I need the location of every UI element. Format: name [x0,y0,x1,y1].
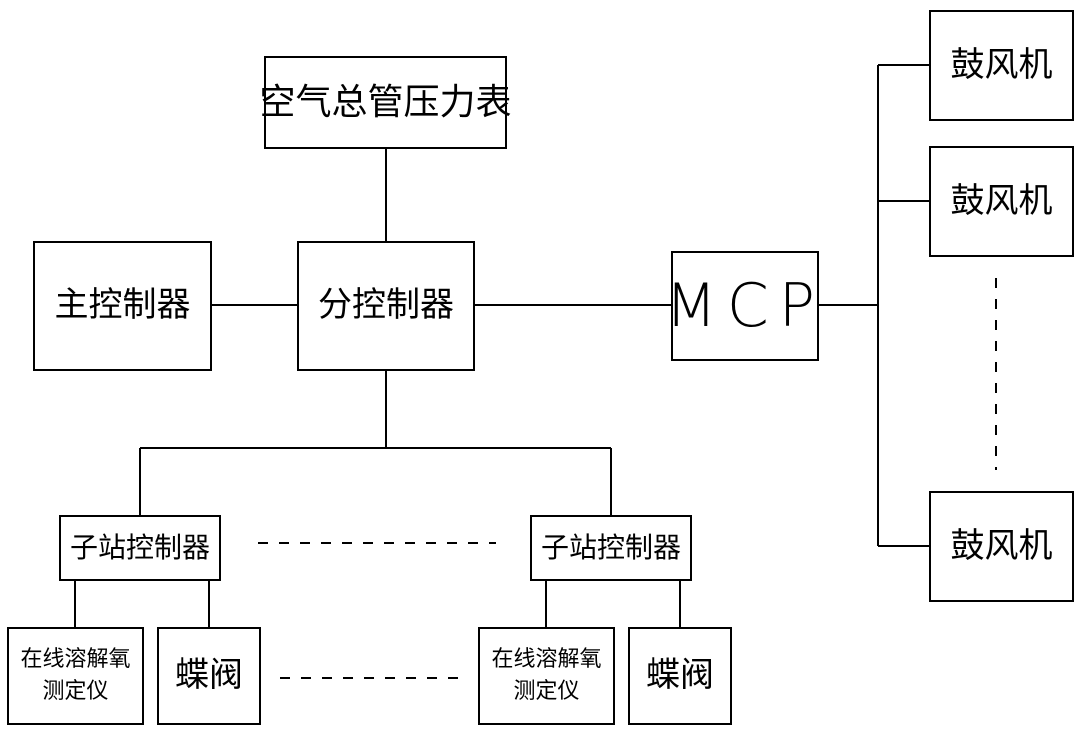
substation-controller-left-box: 子站控制器 [59,515,221,581]
substation-controller-label: 子站控制器 [540,530,681,564]
blower-label: 鼓风机 [950,525,1053,566]
valve-label: 蝶阀 [175,655,243,696]
do-meter-line1: 在线溶解氧 [20,647,131,673]
mcp-label: MCP [665,270,825,341]
do-meter-right-box: 在线溶解氧 测定仪 [478,627,615,725]
pressure-gauge-box: 空气总管压力表 [260,56,512,149]
sub-controller-label: 分控制器 [318,285,454,326]
blower-label: 鼓风机 [950,44,1053,85]
main-controller-box: 主控制器 [33,241,212,371]
do-meter-line2: 测定仪 [513,679,580,704]
blower-box-3: 鼓风机 [929,491,1074,602]
sub-controller-box: 分控制器 [297,241,475,371]
pressure-gauge-label: 空气总管压力表 [259,81,512,123]
do-meter-line1: 在线溶解氧 [491,647,602,673]
main-controller-label: 主控制器 [54,285,191,326]
blower-label: 鼓风机 [950,180,1053,221]
mcp-box: MCP [665,251,819,361]
valve-left-box: 蝶阀 [157,627,261,725]
substation-controller-right-box: 子站控制器 [530,515,692,581]
blower-box-2: 鼓风机 [929,146,1074,257]
valve-right-box: 蝶阀 [628,627,732,725]
substation-controller-label: 子站控制器 [69,530,210,564]
do-meter-left-box: 在线溶解氧 测定仪 [7,627,144,725]
blower-box-1: 鼓风机 [929,10,1074,121]
valve-label: 蝶阀 [646,655,714,696]
do-meter-line2: 测定仪 [42,679,109,704]
